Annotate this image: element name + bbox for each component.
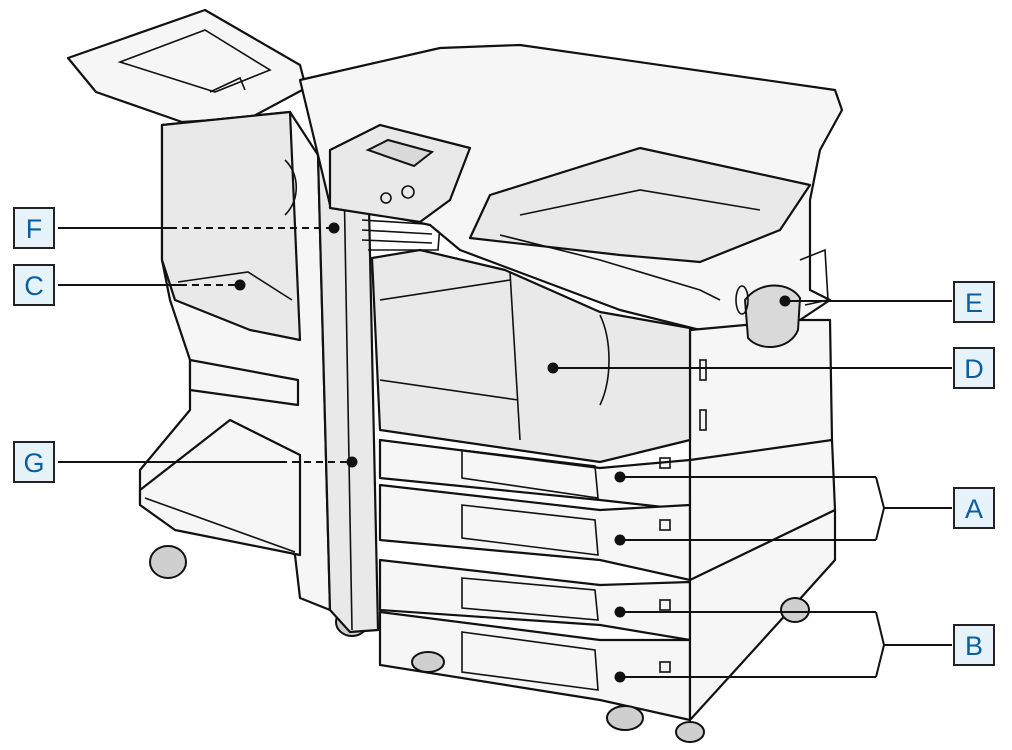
callout-dot-c <box>234 279 246 291</box>
finisher-base <box>138 418 302 557</box>
callout-dot-f <box>328 222 340 234</box>
side-handle-recess <box>743 284 802 349</box>
front-cover <box>370 248 692 464</box>
callout-dot-b2 <box>614 671 626 683</box>
callout-lines <box>58 222 952 683</box>
callout-dot-g <box>346 456 358 468</box>
callout-dot-d <box>547 362 559 374</box>
callout-f: F <box>13 207 55 249</box>
callout-dot-e <box>779 295 791 307</box>
feeder-right-side <box>688 508 837 722</box>
finisher-top-tray <box>66 8 308 124</box>
callout-dot-a1 <box>614 471 626 483</box>
callout-e: E <box>953 281 995 323</box>
control-panel-display <box>365 138 435 168</box>
output-tray <box>468 146 812 264</box>
label-g: G <box>23 448 44 478</box>
callout-dot-b1 <box>614 606 626 618</box>
label-e: E <box>965 288 983 318</box>
label-c: C <box>24 271 44 301</box>
callout-c: C <box>13 264 55 306</box>
callout-labels: F C G E D A B <box>13 207 995 666</box>
label-a: A <box>965 494 983 524</box>
control-panel <box>328 123 472 224</box>
callout-d: D <box>953 347 995 389</box>
printer-main-body <box>298 43 844 743</box>
callout-b: B <box>953 624 995 666</box>
callout-g: G <box>13 441 55 483</box>
callout-a: A <box>953 487 995 529</box>
callout-dot-a2 <box>614 534 626 546</box>
label-b: B <box>965 631 983 661</box>
label-d: D <box>964 354 984 384</box>
label-f: F <box>26 214 43 244</box>
